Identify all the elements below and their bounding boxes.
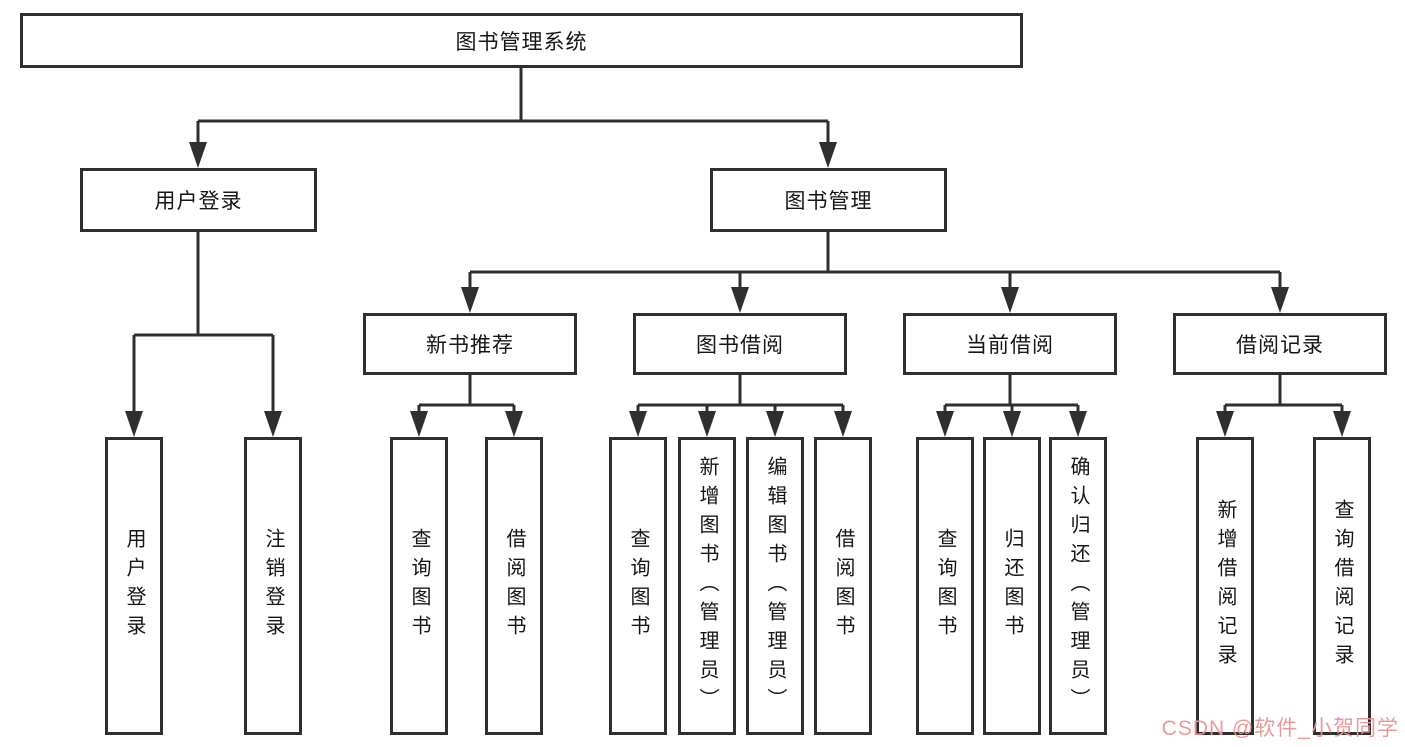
leaf-label: 新增借阅记录 [1214, 499, 1236, 673]
leaf-label: 用户登录 [123, 528, 145, 644]
leaf-label: 编辑图书（管理员） [764, 455, 786, 717]
leaf-label: 查询图书 [408, 528, 430, 644]
leaf-label: 归还图书 [1001, 528, 1023, 644]
leaf-query-books-borrowing: 查询图书 [609, 437, 667, 735]
leaf-user-login: 用户登录 [105, 437, 163, 735]
arrowhead-icons [125, 142, 1351, 437]
csdn-watermark: CSDN @软件_小贺同学 [1161, 717, 1399, 740]
node-library-management-system: 图书管理系统 [20, 13, 1023, 68]
node-book-borrowing: 图书借阅 [633, 313, 847, 375]
connector-strokes [132, 68, 1344, 415]
leaf-borrow-books-borrowing: 借阅图书 [814, 437, 872, 735]
leaf-return-book: 归还图书 [983, 437, 1041, 735]
leaf-label: 借阅图书 [503, 528, 525, 644]
leaf-add-book-admin: 新增图书（管理员） [678, 437, 736, 735]
node-borrow-records: 借阅记录 [1173, 313, 1387, 375]
leaf-label: 注销登录 [262, 528, 284, 644]
leaf-label: 借阅图书 [832, 528, 854, 644]
leaf-logout: 注销登录 [244, 437, 302, 735]
leaf-label: 查询图书 [627, 528, 649, 644]
leaf-edit-book-admin: 编辑图书（管理员） [746, 437, 804, 735]
leaf-confirm-return-admin: 确认归还（管理员） [1049, 437, 1107, 735]
leaf-label: 确认归还（管理员） [1067, 455, 1089, 717]
leaf-query-books-recommend: 查询图书 [390, 437, 448, 735]
leaf-label: 查询图书 [934, 528, 956, 644]
node-user-login: 用户登录 [80, 168, 317, 232]
leaf-label: 查询借阅记录 [1331, 499, 1353, 673]
node-current-borrowing: 当前借阅 [903, 313, 1117, 375]
leaf-borrow-books-recommend: 借阅图书 [485, 437, 543, 735]
leaf-query-books-current: 查询图书 [916, 437, 974, 735]
leaf-label: 新增图书（管理员） [696, 455, 718, 717]
node-book-management: 图书管理 [710, 168, 947, 232]
leaf-add-borrow-record: 新增借阅记录 [1196, 437, 1254, 735]
node-new-book-recommend: 新书推荐 [363, 313, 577, 375]
leaf-query-borrow-record: 查询借阅记录 [1313, 437, 1371, 735]
